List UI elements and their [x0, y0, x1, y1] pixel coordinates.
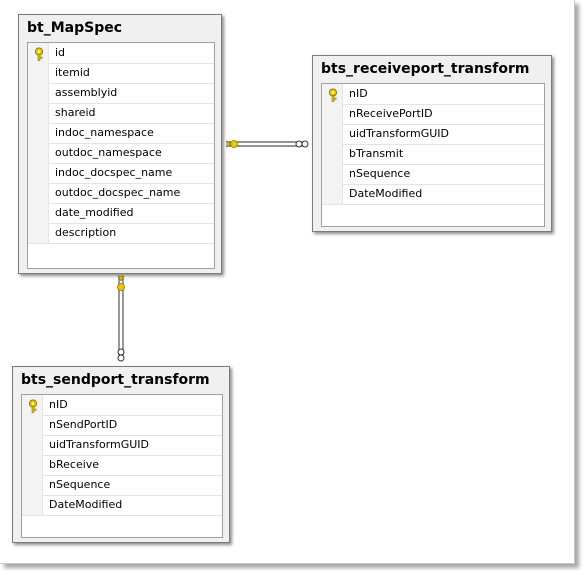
column-row[interactable]: uidTransformGUID	[22, 435, 222, 456]
row-selector[interactable]	[22, 395, 43, 415]
infinity-icon	[295, 140, 309, 148]
column-name: bTransmit	[349, 147, 404, 160]
key-icon	[226, 140, 238, 148]
column-name: DateModified	[349, 187, 423, 200]
primary-key-icon	[327, 87, 339, 102]
column-name: id	[55, 46, 66, 59]
column-name: nSequence	[49, 478, 111, 491]
column-row[interactable]: nReceivePortID	[322, 104, 544, 125]
column-name: nSequence	[349, 167, 411, 180]
column-row[interactable]: outdoc_docspec_name	[28, 183, 214, 204]
column-name: assemblyid	[55, 86, 118, 99]
row-selector[interactable]	[28, 163, 49, 183]
key-icon	[117, 275, 125, 291]
column-row[interactable]: DateModified	[22, 495, 222, 516]
table-title: bt_MapSpec	[27, 20, 123, 36]
relationship-lines	[117, 140, 309, 362]
row-selector[interactable]	[22, 435, 43, 455]
column-grid: nID nSendPortID uidTransformGUID bReceive nS…	[21, 394, 223, 538]
table-bts-receiveport-transform[interactable]: bts_receiveport_transform nID nReceivePor…	[312, 55, 552, 232]
table-title: bts_receiveport_transform	[321, 61, 530, 77]
column-row[interactable]: bReceive	[22, 455, 222, 476]
diagram-canvas: bt_MapSpec id itemid assemblyid shareid indo…	[0, 0, 575, 564]
row-selector[interactable]	[28, 43, 49, 63]
infinity-icon	[117, 348, 125, 362]
row-selector[interactable]	[28, 183, 49, 203]
row-selector[interactable]	[28, 203, 49, 223]
column-row[interactable]: id	[28, 43, 214, 64]
column-grid: nID nReceivePortID uidTransformGUID bTransm…	[321, 83, 545, 227]
column-row[interactable]: nID	[322, 84, 544, 105]
table-title: bts_sendport_transform	[21, 372, 210, 388]
row-selector[interactable]	[28, 123, 49, 143]
column-name: shareid	[55, 106, 96, 119]
column-name: indoc_docspec_name	[55, 166, 173, 179]
column-row[interactable]: indoc_docspec_name	[28, 163, 214, 184]
column-name: DateModified	[49, 498, 123, 511]
row-selector[interactable]	[322, 164, 343, 184]
column-name: outdoc_docspec_name	[55, 186, 181, 199]
row-selector[interactable]	[22, 455, 43, 475]
column-name: bReceive	[49, 458, 100, 471]
column-row[interactable]: itemid	[28, 63, 214, 84]
row-selector[interactable]	[22, 495, 43, 515]
primary-key-icon	[27, 398, 39, 413]
column-name: nID	[49, 398, 68, 411]
column-name: outdoc_namespace	[55, 146, 162, 159]
row-selector[interactable]	[322, 124, 343, 144]
row-selector[interactable]	[322, 184, 343, 204]
column-row[interactable]: bTransmit	[322, 144, 544, 165]
row-selector[interactable]	[322, 84, 343, 104]
row-selector[interactable]	[322, 144, 343, 164]
column-name: uidTransformGUID	[49, 438, 150, 451]
row-selector[interactable]	[22, 475, 43, 495]
row-selector[interactable]	[28, 63, 49, 83]
row-selector[interactable]	[28, 143, 49, 163]
row-selector[interactable]	[22, 415, 43, 435]
column-row[interactable]: shareid	[28, 103, 214, 124]
column-row[interactable]: assemblyid	[28, 83, 214, 104]
column-row[interactable]: outdoc_namespace	[28, 143, 214, 164]
table-bts-sendport-transform[interactable]: bts_sendport_transform nID nSendPortID uid…	[12, 366, 230, 543]
column-name: uidTransformGUID	[349, 127, 450, 140]
column-row[interactable]: uidTransformGUID	[322, 124, 544, 145]
column-row[interactable]: date_modified	[28, 203, 214, 224]
column-name: description	[55, 226, 117, 239]
column-grid: id itemid assemblyid shareid indoc_namespace…	[27, 42, 215, 269]
column-name: itemid	[55, 66, 90, 79]
row-selector[interactable]	[28, 223, 49, 243]
column-row[interactable]: DateModified	[322, 184, 544, 205]
column-name: date_modified	[55, 206, 134, 219]
table-bt-mapspec[interactable]: bt_MapSpec id itemid assemblyid shareid indo…	[18, 14, 222, 274]
row-selector[interactable]	[28, 103, 49, 123]
column-row[interactable]: nID	[22, 395, 222, 416]
row-selector[interactable]	[28, 83, 49, 103]
column-row[interactable]: nSequence	[322, 164, 544, 185]
relationship-mapspec-sendport[interactable]	[117, 275, 125, 362]
column-row[interactable]: indoc_namespace	[28, 123, 214, 144]
row-selector[interactable]	[322, 104, 343, 124]
column-name: nID	[349, 87, 368, 100]
column-name: nReceivePortID	[349, 107, 433, 120]
column-row[interactable]: nSendPortID	[22, 415, 222, 436]
column-row[interactable]: nSequence	[22, 475, 222, 496]
relationship-mapspec-receiveport[interactable]	[226, 140, 309, 148]
primary-key-icon	[33, 46, 45, 61]
column-name: nSendPortID	[49, 418, 118, 431]
column-name: indoc_namespace	[55, 126, 154, 139]
column-row[interactable]: description	[28, 223, 214, 244]
